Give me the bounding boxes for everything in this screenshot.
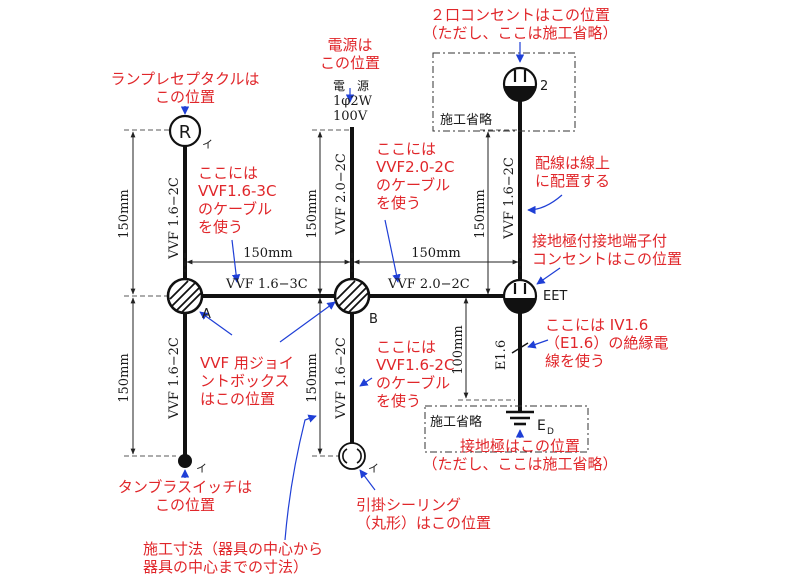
note-dimension: 施工寸法（器具の中心から 器具の中心までの寸法）	[143, 540, 323, 576]
omitted-label-ground: 施工省略	[430, 414, 482, 430]
note-line: この位置	[155, 496, 215, 514]
note-line: を使う	[198, 218, 243, 236]
note-line: VVF 用ジョイ	[200, 354, 294, 372]
lamp-receptacle: R	[168, 114, 202, 148]
note-line: （ただし、ここは施工省略）	[422, 24, 617, 42]
note-line: に配置する	[535, 172, 610, 190]
dim-mid-bottom: 150mm	[305, 353, 320, 402]
note-line: （丸形）はこの位置	[356, 514, 491, 532]
dimension-lines	[124, 129, 521, 457]
note-line: タンブラスイッチは	[118, 478, 252, 496]
note-iv-wire: ここには IV1.6 （E1.6）の絶縁電 線を使う	[545, 316, 668, 370]
note-line: ここには	[198, 164, 258, 182]
note-ground-pole: 接地極はこの位置 （ただし、ここは施工省略）	[422, 437, 617, 473]
note-line: のケーブル	[376, 176, 450, 194]
note-line: VVF2.0-2C	[376, 158, 454, 176]
cable-label-left-top: VVF 1.6−2C	[167, 177, 182, 260]
note-line: ２口コンセントはこの位置	[430, 6, 610, 24]
note-line: この位置	[155, 88, 215, 106]
ground-e-label: E	[537, 418, 546, 434]
note-line: を使う	[376, 194, 421, 212]
omitted-label-outlet: 施工省略	[440, 112, 492, 128]
junction-box-b	[333, 277, 371, 315]
power-label-2: 1φ2W	[333, 94, 373, 109]
box-a-label: A	[202, 307, 211, 322]
power-label-1: 電 源	[333, 79, 369, 93]
dim-horiz-left: 150mm	[243, 246, 292, 261]
duplex-outlet	[502, 66, 538, 102]
omitted-area-outlet	[432, 52, 576, 132]
note-cable-16: ここには VVF1.6-2C のケーブル を使う	[376, 338, 454, 410]
note-line: のケーブル	[198, 200, 272, 218]
cable-label-right-top: VVF 1.6−2C	[502, 157, 517, 240]
wire-slash-mark	[511, 342, 529, 354]
note-line: 電源は	[327, 36, 372, 54]
note-line: VVF1.6-2C	[376, 356, 454, 374]
dim-right-top: 150mm	[473, 189, 488, 238]
note-on-line: 配線は線上 に配置する	[535, 154, 610, 190]
dim-horiz-right: 150mm	[411, 246, 460, 261]
ground-d-label: D	[547, 427, 554, 437]
e16-label: E1.6	[494, 340, 509, 370]
eet-label: EET	[543, 289, 567, 304]
note-line: 接地極付接地端子付	[532, 232, 667, 250]
cable-label-mid-bottom: VVF 1.6−2C	[334, 337, 349, 420]
note-line: VVF1.6-3C	[198, 182, 276, 200]
note-line: ランプレセプタクルは	[110, 70, 259, 88]
power-label-3: 100V	[333, 109, 368, 124]
outlet-count: 2	[540, 79, 548, 94]
note-switch: タンブラスイッチは この位置	[118, 478, 252, 514]
note-line: ここには	[376, 140, 436, 158]
eet-outlet	[502, 278, 538, 314]
cable-label-b-to-eet: VVF 2.0−2C	[387, 277, 470, 292]
ground-electrode	[506, 410, 534, 426]
note-line: コンセントはこの位置	[532, 250, 682, 268]
note-line: ここには	[376, 338, 436, 356]
note-line: 器具の中心までの寸法）	[143, 558, 308, 576]
note-power-source: 電源は この位置	[320, 36, 380, 72]
leader-lines	[180, 42, 563, 541]
mark-i-receptacle: イ	[202, 138, 213, 151]
note-line: 引掛シーリング	[356, 496, 461, 514]
note-line: （E1.6）の絶縁電	[545, 334, 668, 352]
note-line: 配線は線上	[535, 154, 610, 172]
dim-left-bottom: 150mm	[117, 353, 132, 402]
tumbler-switch	[178, 454, 192, 468]
dim-right-bottom: 100mm	[451, 325, 466, 374]
note-line: 接地極はこの位置	[460, 437, 580, 455]
dim-left-top: 150mm	[117, 189, 132, 238]
note-joint-box: VVF 用ジョイ ントボックス はこの位置	[200, 354, 294, 408]
note-duplex-outlet: ２口コンセントはこの位置 （ただし、ここは施工省略）	[422, 6, 617, 42]
cable-label-left-bottom: VVF 1.6−2C	[167, 337, 182, 420]
junction-box-a	[166, 277, 204, 315]
note-line: ントボックス	[200, 372, 290, 390]
note-line: を使う	[376, 392, 421, 410]
note-eet-outlet: 接地極付接地端子付 コンセントはこの位置	[532, 232, 682, 268]
cable-label-a-to-b: VVF 1.6−3C	[225, 277, 308, 292]
note-line: 線を使う	[545, 352, 605, 370]
note-receptacle: ランプレセプタクルは この位置	[110, 70, 259, 106]
mark-i-ceiling: イ	[368, 462, 379, 475]
note-cable-3c: ここには VVF1.6-3C のケーブル を使う	[198, 164, 276, 236]
cable-label-mid-top: VVF 2.0−2C	[334, 153, 349, 236]
note-line: ここには IV1.6	[545, 316, 648, 334]
ceiling-rose	[338, 442, 366, 470]
note-line: （ただし、ここは施工省略）	[422, 455, 617, 473]
note-line: のケーブル	[376, 374, 450, 392]
note-ceiling: 引掛シーリング （丸形）はこの位置	[356, 496, 491, 532]
power-source-label: 電 源 1φ2W 100V	[333, 79, 373, 124]
symbol-r: R	[179, 122, 192, 143]
dim-mid-top: 150mm	[305, 189, 320, 238]
note-line: 施工寸法（器具の中心から	[143, 540, 323, 558]
box-b-label: B	[369, 312, 378, 327]
note-cable-20: ここには VVF2.0-2C のケーブル を使う	[376, 140, 454, 212]
note-line: はこの位置	[200, 390, 275, 408]
omitted-area-ground	[424, 405, 589, 453]
mark-i-switch: イ	[196, 462, 207, 475]
note-line: この位置	[320, 54, 380, 72]
